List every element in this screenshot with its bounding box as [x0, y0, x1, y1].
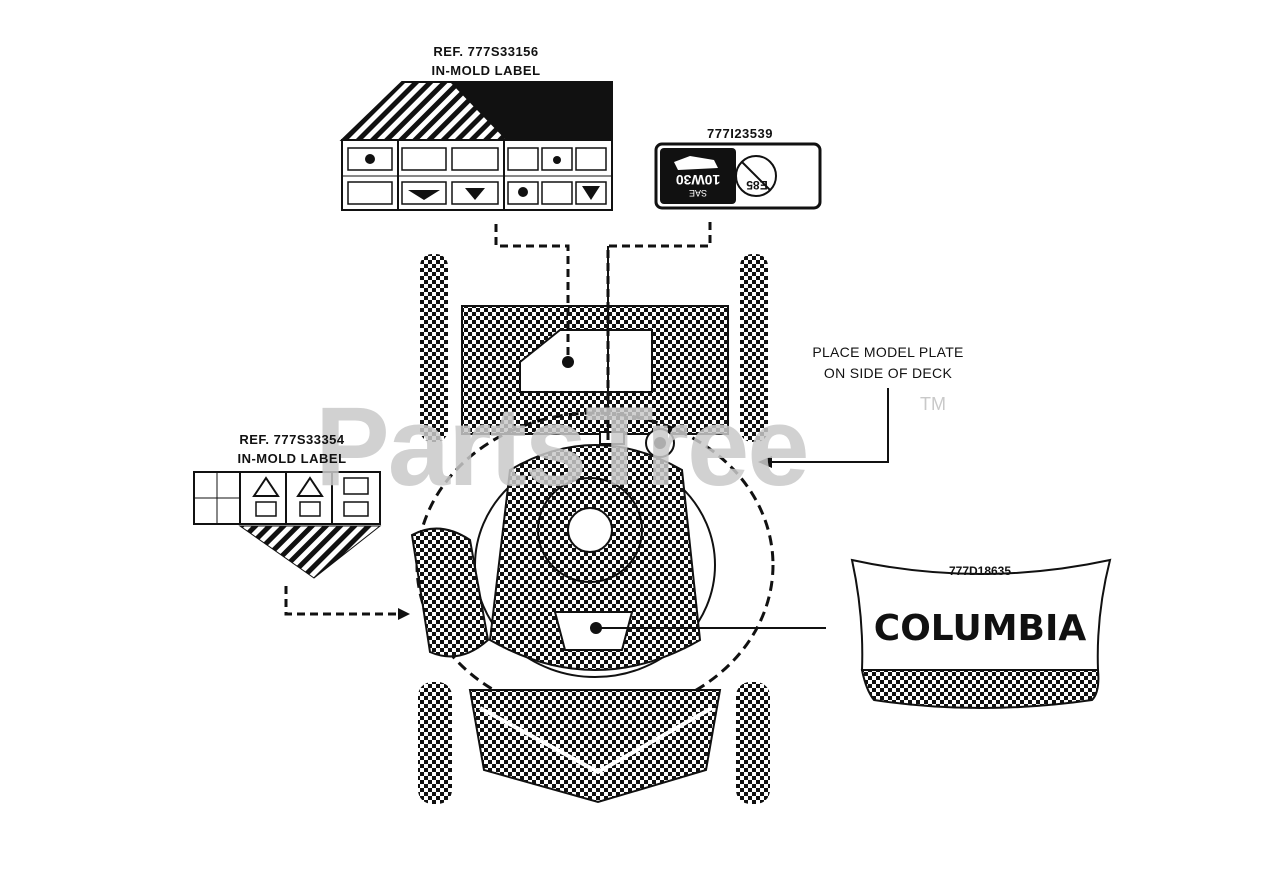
model-plate-note-line2: ON SIDE OF DECK [823, 365, 953, 381]
mower-illustration [410, 254, 775, 804]
left-safety-label [193, 471, 382, 579]
handle-left-bar [420, 254, 448, 442]
leader-top-left [494, 224, 570, 356]
left-ref-label: REF. 777S33354 [239, 432, 345, 447]
oil-grade-text: 10W30 [675, 172, 721, 188]
fuel-text: E85 [746, 178, 768, 192]
top-right-part-label: 777I23539 [707, 126, 773, 141]
oil-sae-text: SAE [689, 188, 708, 198]
watermark-tm: TM [920, 394, 946, 414]
top-left-ref-label: REF. 777S33156 [433, 44, 539, 59]
leader-left [284, 586, 398, 616]
brand-name-text: COLUMBIA [873, 608, 1087, 649]
deck-front-skirt [468, 689, 722, 804]
handle-right-bar [740, 254, 768, 442]
wheel-front-right [736, 682, 770, 804]
top-left-sub-label: IN-MOLD LABEL [431, 63, 541, 78]
brand-part-label: 777D18635 [948, 564, 1012, 578]
brand-decal [850, 558, 1112, 709]
bag-window [519, 329, 653, 393]
left-sub-label: IN-MOLD LABEL [237, 451, 347, 466]
model-plate-note-line1: PLACE MODEL PLATE [812, 344, 964, 360]
wheel-front-left [418, 682, 452, 804]
top-left-safety-label [339, 81, 613, 211]
discharge-chute [410, 527, 490, 658]
leader-model-plate [770, 388, 889, 463]
oil-fuel-label [654, 142, 822, 210]
